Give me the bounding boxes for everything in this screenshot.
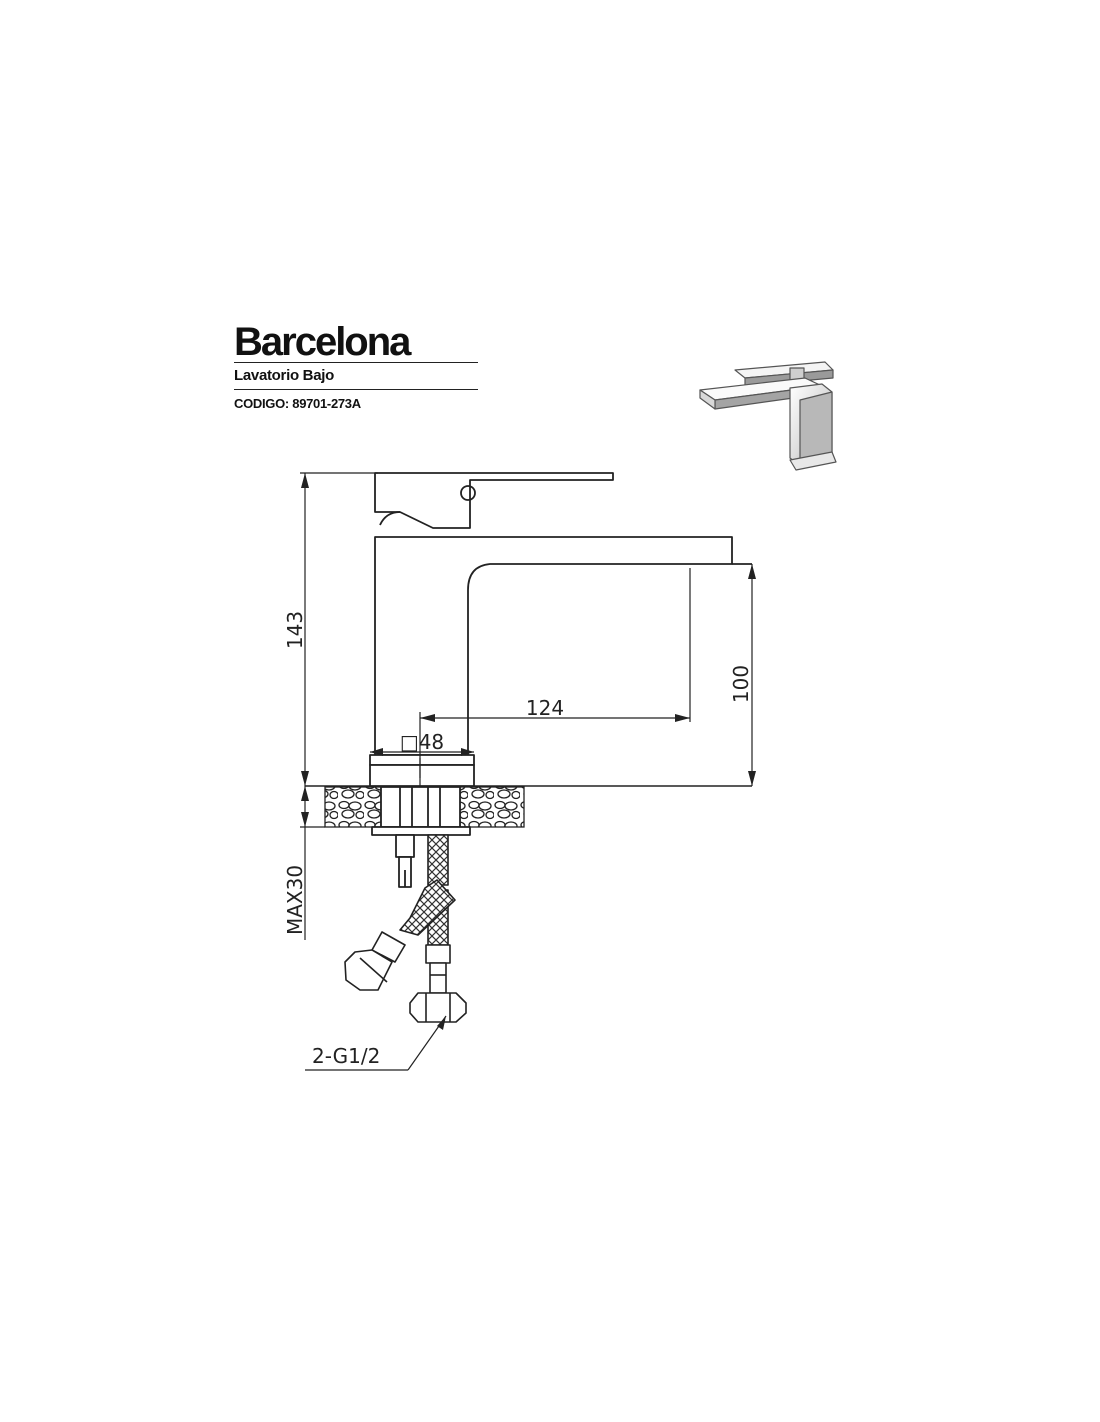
product-subtitle: Lavatorio Bajo — [234, 367, 334, 384]
product-title: Barcelona — [234, 320, 411, 364]
label-spout-reach: 124 — [526, 696, 564, 720]
dim-spout-reach — [419, 568, 691, 786]
label-spout-height: 100 — [729, 665, 753, 703]
label-base-square: □48 — [400, 730, 444, 754]
label-height-total: 143 — [283, 611, 307, 649]
counter-section-right — [459, 786, 525, 828]
dim-max-thickness — [300, 786, 325, 940]
dim-height-total — [300, 472, 378, 786]
dim-base-square — [370, 748, 474, 756]
product-code: CODIGO: 89701-273A — [234, 396, 361, 411]
leader-connection — [305, 1015, 447, 1071]
label-connection: 2-G1/2 — [312, 1044, 380, 1068]
subtitle-divider — [234, 389, 478, 390]
faucet-outline — [369, 472, 752, 888]
dim-spout-height — [748, 564, 756, 786]
label-max-thickness: MAX30 — [283, 865, 307, 935]
title-divider — [234, 362, 478, 363]
faucet-thumbnail — [699, 361, 837, 471]
hoses — [344, 834, 467, 1023]
counter-section-left — [324, 786, 382, 828]
